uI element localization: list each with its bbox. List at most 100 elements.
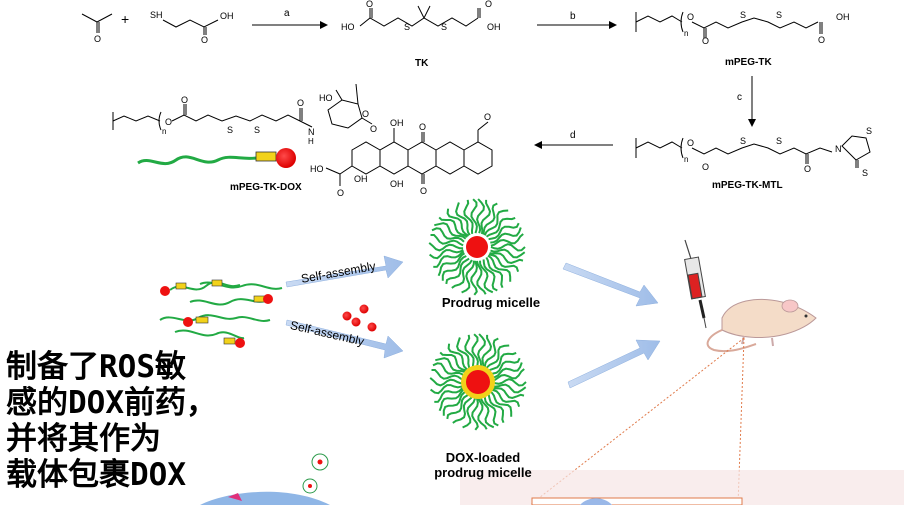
dox-loaded-micelle-label-line1: DOX-loaded bbox=[445, 450, 521, 465]
free-dox-dots bbox=[342, 304, 377, 332]
svg-text:S: S bbox=[776, 10, 782, 20]
micelle-chain bbox=[490, 233, 524, 247]
micelle-chain bbox=[447, 343, 471, 372]
micelle-chain bbox=[491, 383, 527, 394]
svg-text:S: S bbox=[776, 136, 782, 146]
svg-text:S: S bbox=[254, 125, 260, 135]
svg-text:O: O bbox=[362, 109, 369, 119]
svg-text:O: O bbox=[297, 98, 304, 108]
svg-text:HO: HO bbox=[319, 93, 333, 103]
micelle-chain bbox=[490, 387, 525, 400]
prodrug-micelle-label: Prodrug micelle bbox=[441, 295, 541, 310]
svg-text:O: O bbox=[370, 124, 377, 134]
micelle-chain bbox=[432, 362, 466, 378]
svg-text:O: O bbox=[818, 35, 825, 45]
mpeg-tk-mtl-label: mPEG-TK-MTL bbox=[712, 180, 783, 191]
svg-text:N: N bbox=[308, 127, 315, 137]
micelle-chain bbox=[483, 209, 509, 236]
svg-text:O: O bbox=[165, 117, 172, 127]
micelle-chain bbox=[463, 199, 474, 234]
micelle-chain bbox=[471, 333, 479, 369]
micelle-chain bbox=[430, 234, 464, 247]
micelle-chain bbox=[446, 392, 471, 420]
svg-text:OH: OH bbox=[390, 179, 404, 189]
step-label-a: a bbox=[284, 8, 290, 19]
svg-text:OH: OH bbox=[220, 11, 234, 21]
micelle-chain bbox=[490, 248, 526, 259]
micelle-chain bbox=[445, 257, 470, 285]
step-label-c: c bbox=[737, 92, 742, 103]
chinese-caption: 制备了ROS敏 感的DOX前药， 并将其作为 载体包裹DOX bbox=[6, 349, 217, 493]
micelle-chain bbox=[491, 362, 523, 379]
micelle-chain bbox=[431, 227, 465, 243]
micelle-chain bbox=[446, 208, 470, 237]
micelle-chain bbox=[488, 389, 513, 417]
bottom-background-strip bbox=[200, 453, 904, 505]
svg-text:S: S bbox=[441, 22, 447, 32]
micelle-chain bbox=[456, 337, 472, 371]
svg-text:S: S bbox=[227, 125, 233, 135]
free-prodrug-chains bbox=[159, 279, 283, 348]
micelle-chain bbox=[482, 202, 498, 235]
svg-text:O: O bbox=[687, 138, 694, 148]
micelle-chain bbox=[438, 387, 467, 412]
svg-text:O: O bbox=[702, 162, 709, 172]
micelle-chain bbox=[461, 260, 475, 294]
micelle-chain bbox=[434, 222, 467, 240]
micelle-chain bbox=[451, 259, 473, 289]
micelle-chain bbox=[486, 391, 505, 424]
svg-text:O: O bbox=[337, 188, 344, 198]
svg-text:S: S bbox=[740, 10, 746, 20]
prodrug-chain-cartoon bbox=[137, 148, 296, 168]
micelle-chain bbox=[438, 216, 468, 238]
micelle-chain bbox=[490, 227, 522, 244]
micelle-chain bbox=[488, 222, 520, 241]
self-assembly-arrows bbox=[285, 255, 661, 389]
micelle-chain bbox=[471, 395, 479, 431]
micelle-chain bbox=[491, 378, 527, 387]
svg-text:OH: OH bbox=[354, 174, 368, 184]
acetone-structure bbox=[81, 13, 113, 33]
micelle-chain bbox=[491, 368, 525, 382]
micelle-chain bbox=[428, 242, 464, 252]
micelle-chain bbox=[489, 388, 521, 408]
micelle-chain bbox=[476, 198, 485, 234]
svg-text:O: O bbox=[94, 34, 101, 44]
micelle-chain bbox=[434, 385, 466, 403]
zoom-guide-lines bbox=[529, 337, 745, 505]
micelle-chain bbox=[489, 252, 524, 265]
micelle-chain bbox=[477, 333, 486, 369]
svg-text:OH: OH bbox=[487, 22, 501, 32]
svg-text:S: S bbox=[740, 136, 746, 146]
micelle-chain bbox=[470, 260, 478, 296]
tk-structure bbox=[359, 5, 481, 27]
micelle-chain bbox=[476, 260, 487, 295]
micelle-chain bbox=[441, 255, 467, 281]
micelle-chain bbox=[464, 334, 475, 369]
svg-text:+: + bbox=[121, 11, 129, 27]
svg-text:HO: HO bbox=[341, 22, 355, 32]
step-label-d: d bbox=[570, 130, 576, 141]
micelle-chain bbox=[485, 256, 504, 289]
svg-text:N: N bbox=[835, 144, 842, 154]
micelle-chain bbox=[489, 357, 521, 376]
micelle-chain bbox=[483, 337, 499, 370]
svg-text:O: O bbox=[485, 0, 492, 9]
mpeg-tk-mtl-structure bbox=[635, 135, 871, 168]
micelle-core bbox=[466, 236, 488, 258]
micelle-chain bbox=[452, 394, 474, 424]
svg-text:n: n bbox=[162, 127, 166, 136]
micelle-chain bbox=[482, 259, 498, 292]
svg-text:O: O bbox=[181, 95, 188, 105]
micelle-chain bbox=[477, 395, 488, 430]
svg-text:n: n bbox=[684, 155, 688, 164]
micelle-chain bbox=[480, 199, 492, 234]
svg-text:O: O bbox=[484, 112, 491, 122]
svg-text:OH: OH bbox=[390, 118, 404, 128]
caption-line-1: 制备了ROS敏 bbox=[6, 349, 186, 385]
step-label-b: b bbox=[570, 11, 576, 22]
tk-label: TK bbox=[415, 58, 429, 69]
mouse-graphic bbox=[706, 298, 817, 353]
caption-line-4: 载体包裹DOX bbox=[6, 457, 186, 493]
